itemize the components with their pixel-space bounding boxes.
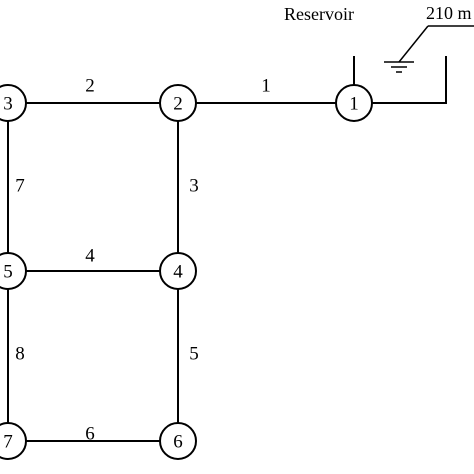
pipe-label-4: 4 [85,246,95,267]
node-4-label: 4 [173,262,183,283]
nodes: 1 2 3 4 5 6 7 [0,84,373,460]
node-1-label: 1 [349,94,359,115]
pipe-label-6: 6 [85,424,95,445]
node-7: 7 [0,422,27,460]
reservoir-label: Reservoir [284,4,354,24]
pipe-label-7: 7 [15,176,25,197]
node-6-circle [159,422,197,460]
node-2: 2 [159,84,197,122]
reservoir-tank [353,56,447,104]
node-6-label: 6 [173,432,183,453]
node-5-label: 5 [3,262,13,283]
node-1: 1 [335,84,373,122]
elevation-label: 210 m [426,3,472,23]
node-1-circle [335,84,373,122]
pipes [7,56,355,442]
node-2-label: 2 [173,94,183,115]
node-3-label: 3 [3,94,13,115]
node-4-circle [159,252,197,290]
node-3: 3 [0,84,27,122]
pipe-labels: 1 2 3 4 5 6 7 8 [15,76,271,445]
pipe-label-1: 1 [261,76,271,97]
node-6: 6 [159,422,197,460]
pipe-label-5: 5 [189,344,199,365]
node-2-circle [159,84,197,122]
node-3-circle [0,84,27,122]
node-7-label: 7 [3,432,13,453]
pipe-label-8: 8 [15,344,25,365]
pipe-label-2: 2 [85,76,95,97]
reservoir: Reservoir 210 m [284,3,474,104]
node-5: 5 [0,252,27,290]
node-7-circle [0,422,27,460]
node-4: 4 [159,252,197,290]
pipe-label-3: 3 [189,176,199,197]
node-5-circle [0,252,27,290]
elevation-leader [398,25,429,63]
